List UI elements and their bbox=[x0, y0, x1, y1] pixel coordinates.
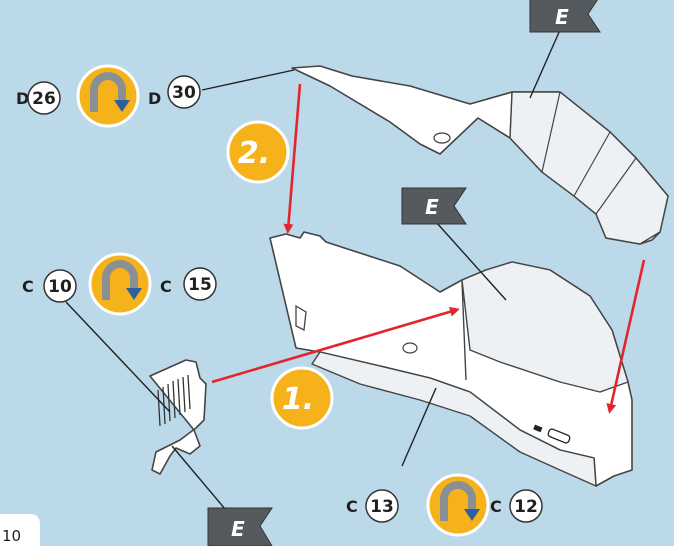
rotate-clockwise-icon bbox=[90, 254, 150, 314]
step-2-badge: 2. bbox=[228, 122, 288, 182]
label-d26: D 26 bbox=[16, 82, 60, 114]
label-c12: C 12 bbox=[490, 490, 542, 522]
svg-text:10: 10 bbox=[48, 277, 72, 297]
part-c-front-panel bbox=[270, 232, 632, 486]
flag-icon: E bbox=[208, 508, 272, 546]
svg-text:C: C bbox=[490, 497, 502, 516]
part-c-small-comb bbox=[150, 360, 206, 474]
step-1-number: 1. bbox=[282, 382, 314, 417]
flag-top-label: E bbox=[555, 5, 569, 29]
page-number: 10 bbox=[2, 527, 21, 545]
svg-text:C: C bbox=[160, 277, 172, 296]
leader-flag-top bbox=[530, 30, 560, 98]
svg-text:26: 26 bbox=[32, 89, 56, 109]
flag-icon: E bbox=[530, 0, 600, 32]
part-d-top-piece bbox=[292, 66, 668, 244]
arrow-step2-left bbox=[288, 84, 300, 230]
leader-d30 bbox=[202, 70, 294, 90]
step-1-badge: 1. bbox=[272, 368, 332, 428]
svg-text:13: 13 bbox=[370, 497, 394, 517]
flag-bottom-label: E bbox=[231, 517, 245, 541]
svg-text:30: 30 bbox=[172, 83, 196, 103]
page-number-tab: 10 bbox=[0, 514, 40, 546]
svg-text:D: D bbox=[148, 89, 161, 108]
svg-text:12: 12 bbox=[514, 497, 538, 517]
flag-middle-label: E bbox=[425, 195, 439, 219]
label-c15: C 15 bbox=[160, 268, 216, 300]
leader-c10 bbox=[66, 302, 170, 412]
label-d30: D 30 bbox=[148, 76, 200, 108]
rotate-clockwise-icon bbox=[78, 66, 138, 126]
label-c13: C 13 bbox=[346, 490, 398, 522]
label-c10: C 10 bbox=[22, 270, 76, 302]
svg-text:C: C bbox=[22, 277, 34, 296]
svg-text:15: 15 bbox=[188, 275, 212, 295]
flag-icon: E bbox=[402, 188, 466, 224]
svg-text:C: C bbox=[346, 497, 358, 516]
rotate-clockwise-icon bbox=[428, 475, 488, 535]
step-2-number: 2. bbox=[238, 136, 270, 171]
